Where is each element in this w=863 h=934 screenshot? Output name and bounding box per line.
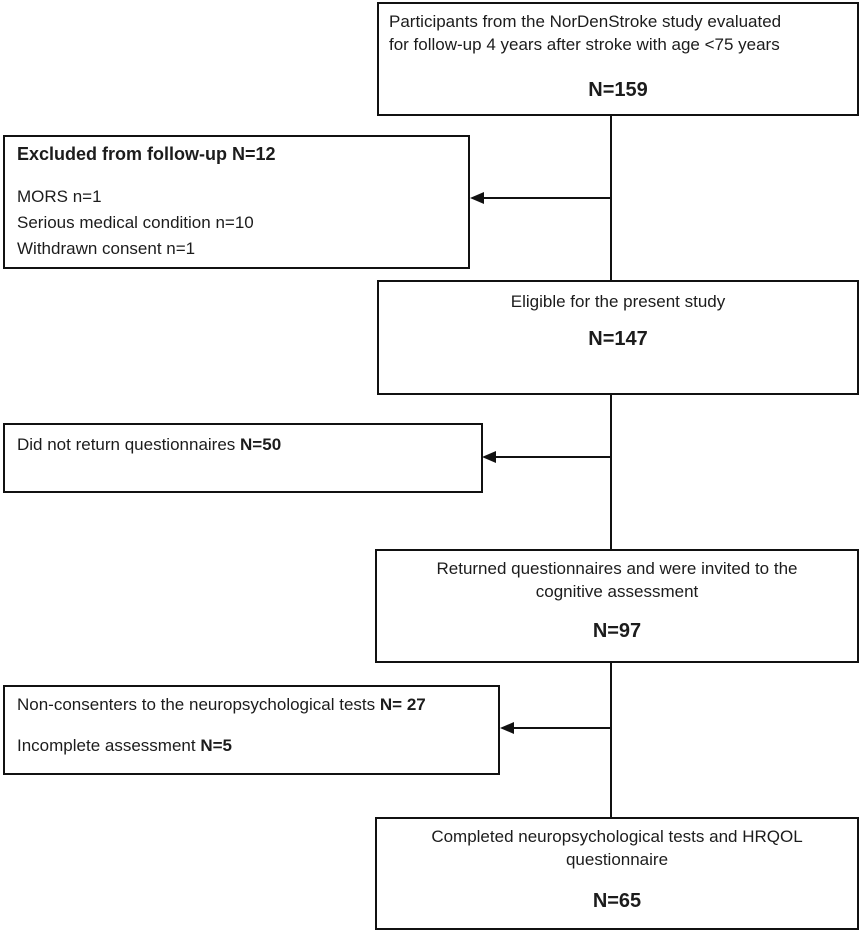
arrow-to-excluded: [483, 197, 611, 199]
completed-text-line2: questionnaire: [565, 850, 669, 869]
vertical-connector-line: [610, 116, 612, 817]
not-returned-text: Did not return questionnaires: [17, 435, 236, 454]
participants-text-line2: for follow-up 4 years after stroke with …: [389, 35, 780, 54]
incomplete-assessment-text: Incomplete assessment: [17, 736, 196, 755]
flow-box-completed: Completed neuropsychological tests and H…: [375, 817, 859, 930]
flow-box-not-returned: Did not return questionnaires N=50: [3, 423, 483, 493]
arrow-to-non-consenters: [513, 727, 612, 729]
eligible-count: N=147: [588, 328, 648, 350]
incomplete-assessment-count: N=5: [200, 736, 232, 755]
participants-count: N=159: [588, 79, 648, 101]
returned-text-line1: Returned questionnaires and were invited…: [436, 559, 798, 578]
non-consenters-count: N= 27: [379, 695, 426, 714]
not-returned-line: Did not return questionnaires N=50: [17, 433, 471, 456]
excluded-item-medical: Serious medical condition n=10: [17, 213, 254, 232]
not-returned-count: N=50: [240, 435, 282, 454]
non-consenters-line1: Non-consenters to the neuropsychological…: [17, 693, 488, 716]
arrow-to-not-returned: [495, 456, 611, 458]
excluded-item-withdrawn: Withdrawn consent n=1: [17, 239, 196, 258]
incomplete-assessment-line: Incomplete assessment N=5: [17, 734, 488, 757]
returned-text-line2: cognitive assessment: [535, 582, 699, 601]
participants-text-line1: Participants from the NorDenStroke study…: [389, 12, 782, 31]
arrow-left-icon: [470, 192, 484, 204]
non-consenters-text: Non-consenters to the neuropsychological…: [17, 695, 376, 714]
completed-count: N=65: [592, 890, 642, 912]
excluded-title: Excluded from follow-up N=12: [17, 144, 276, 164]
arrow-left-icon: [500, 722, 514, 734]
eligible-text: Eligible for the present study: [510, 292, 726, 311]
flow-box-eligible: Eligible for the present study N=147: [377, 280, 859, 395]
flow-box-non-consenters: Non-consenters to the neuropsychological…: [3, 685, 500, 775]
flow-box-excluded: Excluded from follow-up N=12 MORS n=1 Se…: [3, 135, 470, 269]
excluded-item-mors: MORS n=1: [17, 187, 102, 206]
completed-text-line1: Completed neuropsychological tests and H…: [431, 827, 803, 846]
flow-box-participants: Participants from the NorDenStroke study…: [377, 2, 859, 116]
flow-box-returned: Returned questionnaires and were invited…: [375, 549, 859, 663]
returned-count: N=97: [592, 620, 642, 642]
arrow-left-icon: [482, 451, 496, 463]
